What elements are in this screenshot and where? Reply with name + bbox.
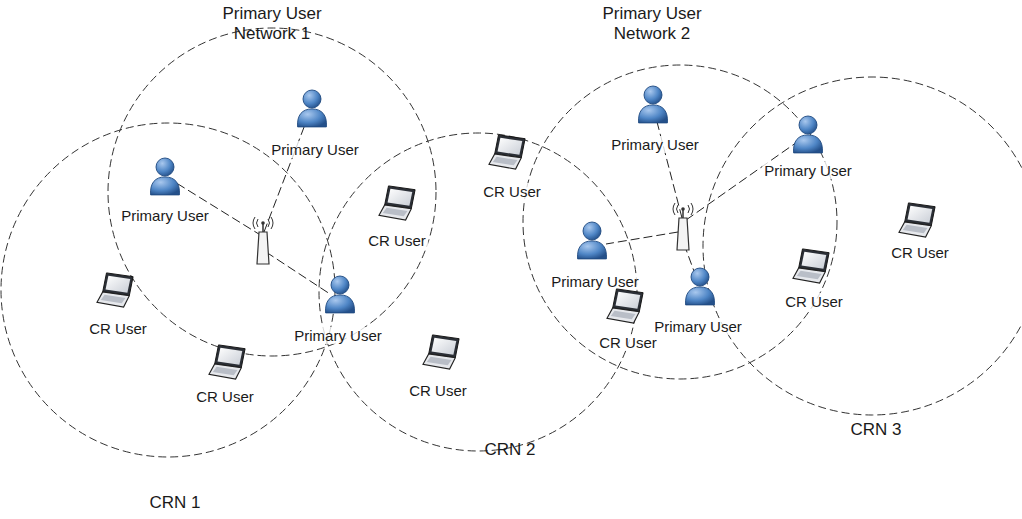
user-label: CR User	[407, 382, 469, 399]
laptop-icon	[791, 247, 833, 285]
user-label: CR User	[87, 320, 149, 337]
laptop-icon	[377, 184, 419, 222]
laptop-icon	[207, 343, 249, 381]
user-label: CR User	[194, 388, 256, 405]
laptop-icon	[487, 133, 529, 171]
user-label: Primary User	[609, 136, 701, 153]
region-label: Primary User Network 2	[587, 4, 717, 45]
base-station	[673, 203, 693, 250]
network-region: CRN 3	[702, 76, 1022, 416]
region-label: Primary User Network 1	[207, 4, 337, 45]
user-label: CR User	[783, 293, 845, 310]
user-label: Primary User	[652, 318, 744, 335]
person-icon	[147, 156, 183, 196]
laptop-icon	[421, 333, 463, 371]
region-label: CRN 3	[836, 420, 916, 440]
network-region: CRN 2	[318, 132, 638, 452]
laptop-icon	[897, 201, 939, 239]
user-label: Primary User	[762, 162, 854, 179]
user-label: CR User	[366, 232, 428, 249]
region-label: CRN 1	[135, 493, 215, 513]
user-label: CR User	[889, 244, 951, 261]
region-outline	[318, 132, 638, 452]
user-label: Primary User	[269, 141, 361, 158]
person-icon	[790, 114, 826, 154]
user-label: Primary User	[549, 273, 641, 290]
base-station	[253, 217, 273, 264]
laptop-icon	[605, 287, 647, 325]
user-label: Primary User	[292, 327, 384, 344]
person-icon	[635, 84, 671, 124]
person-icon	[294, 88, 330, 128]
user-label: CR User	[597, 334, 659, 351]
signal-link	[178, 118, 800, 294]
person-icon	[574, 220, 610, 260]
user-label: Primary User	[119, 207, 211, 224]
region-label: CRN 2	[470, 440, 550, 460]
user-label: CR User	[481, 183, 543, 200]
person-icon	[682, 266, 718, 306]
region-outline	[702, 76, 1022, 416]
person-icon	[322, 274, 358, 314]
laptop-icon	[95, 271, 137, 309]
